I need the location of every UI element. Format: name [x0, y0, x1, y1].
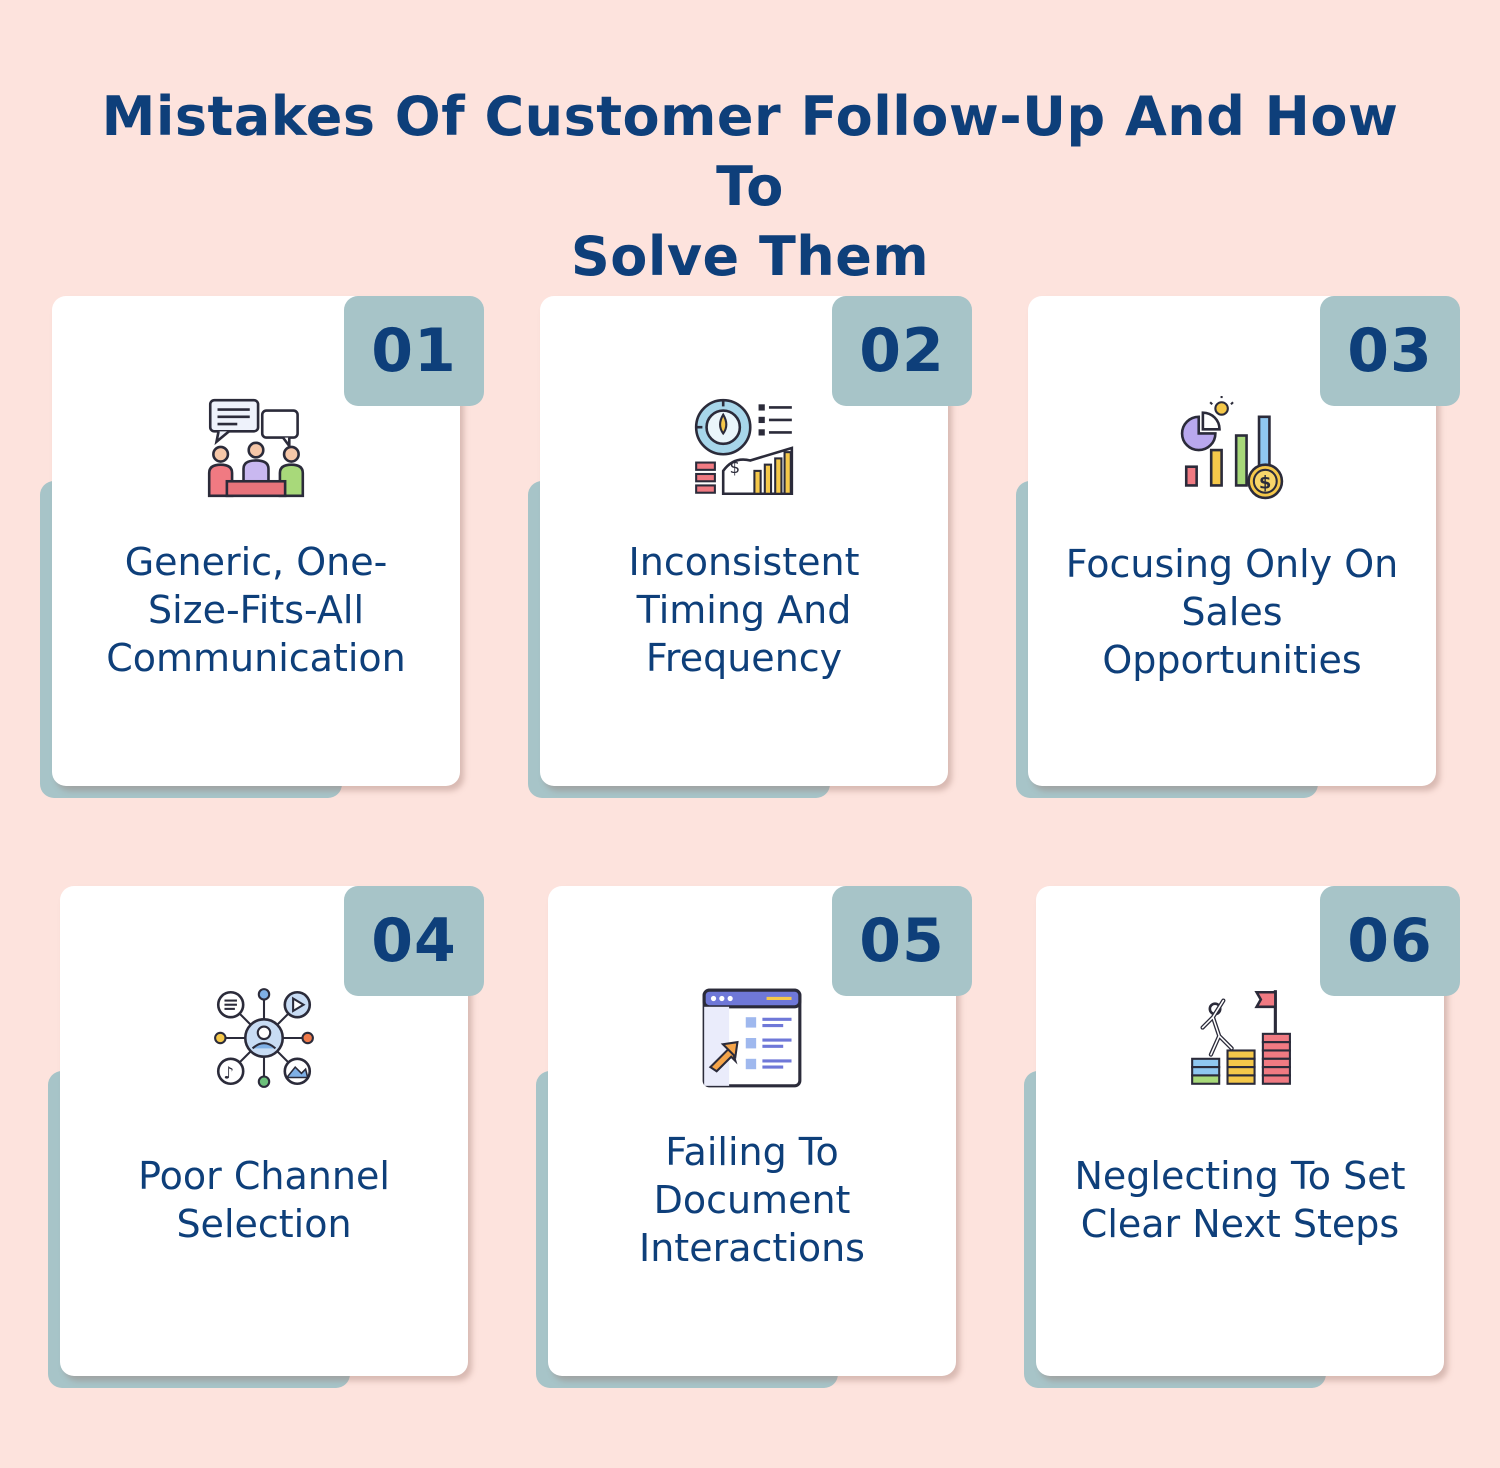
card-label: Inconsistent Timing And Frequency: [628, 540, 860, 680]
mistake-card-3: $ Focusing Only On Sales Opportunities 0…: [1016, 296, 1460, 798]
mistake-card-1: Generic, One- Size-Fits-All Communicatio…: [40, 296, 484, 798]
svg-text:$: $: [729, 458, 740, 477]
svg-text:♪: ♪: [223, 1064, 234, 1083]
goal-steps-icon: [1188, 986, 1292, 1090]
page-title: Mistakes Of Customer Follow-Up And How T…: [60, 82, 1440, 292]
team-discussion-icon: [204, 396, 308, 500]
card-label: Focusing Only On Sales Opportunities: [1065, 542, 1399, 682]
card-label: Failing To Document Interactions: [639, 1130, 865, 1270]
card-number-badge: 01: [344, 296, 484, 406]
svg-text:$: $: [1259, 474, 1271, 494]
sales-growth-icon: $: [1180, 396, 1284, 500]
mistake-card-4: ♪ Poor Channel Selection 04: [48, 886, 484, 1388]
card-number-badge: 03: [1320, 296, 1460, 406]
card-label: Poor Channel Selection: [138, 1154, 390, 1246]
mistake-card-6: Neglecting To Set Clear Next Steps 06: [1024, 886, 1460, 1388]
card-label: Neglecting To Set Clear Next Steps: [1074, 1154, 1406, 1246]
timing-chart-icon: $: [692, 396, 796, 500]
card-number-badge: 04: [344, 886, 484, 996]
channel-network-icon: ♪: [212, 986, 316, 1090]
card-number-badge: 06: [1320, 886, 1460, 996]
card-body: Failing To Document Interactions: [548, 886, 956, 1376]
card-label: Generic, One- Size-Fits-All Communicatio…: [106, 540, 406, 680]
card-number-badge: 05: [832, 886, 972, 996]
mistake-card-5: Failing To Document Interactions 05: [536, 886, 972, 1388]
document-window-icon: [700, 986, 804, 1090]
title-line-2: Solve Them: [570, 225, 930, 288]
mistake-card-2: $ Inconsistent Timing And Frequency 02: [528, 296, 972, 798]
title-line-1: Mistakes Of Customer Follow-Up And How T…: [101, 85, 1399, 218]
card-number-badge: 02: [832, 296, 972, 406]
